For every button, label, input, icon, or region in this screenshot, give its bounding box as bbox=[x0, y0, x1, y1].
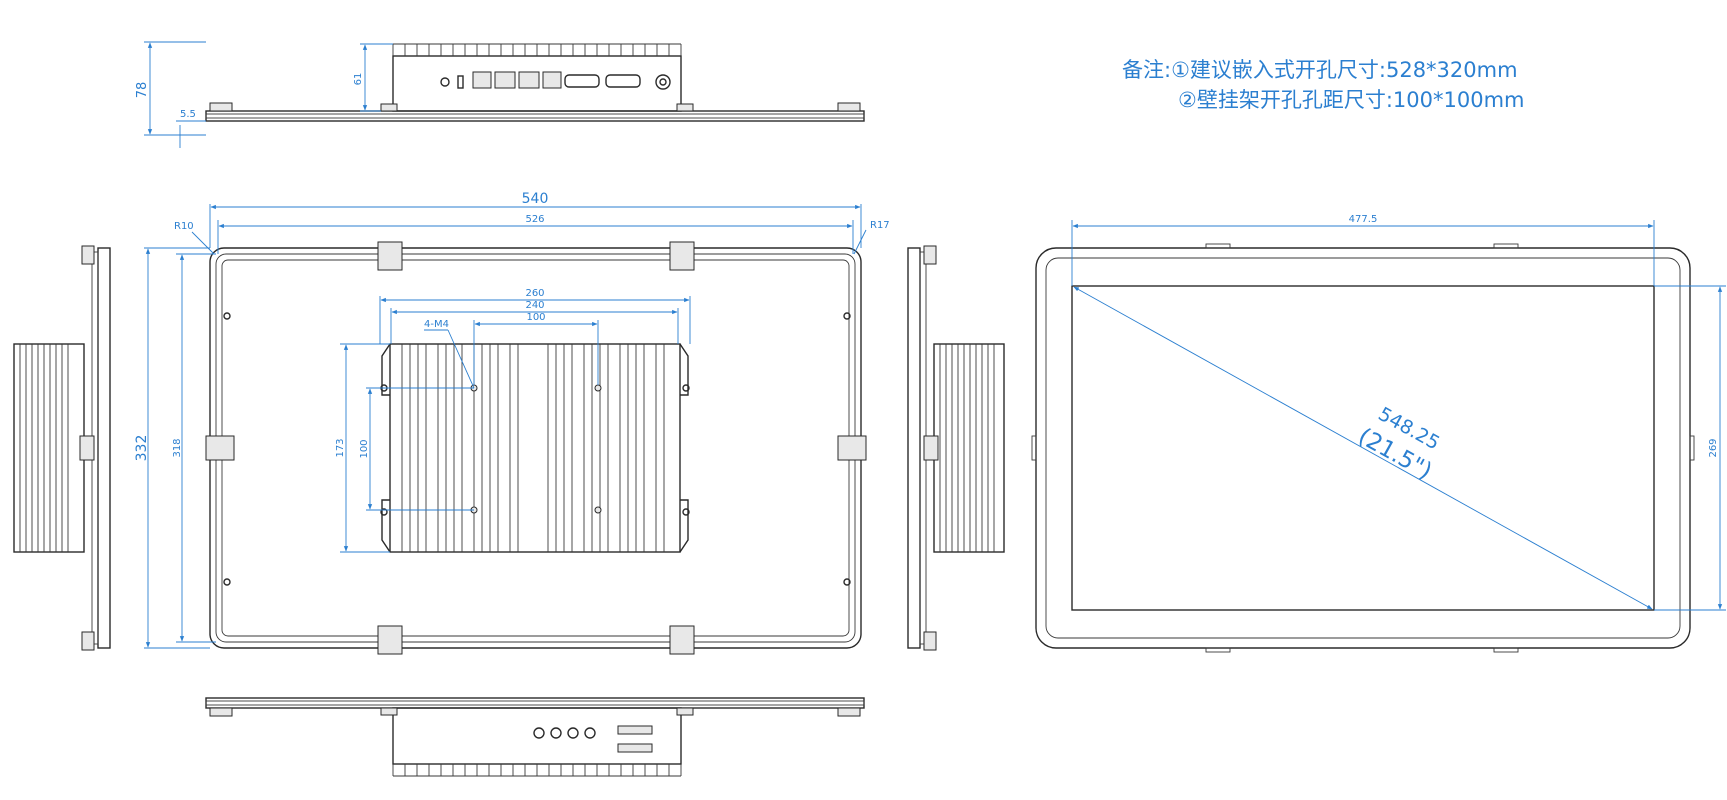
screen-tab-left bbox=[1031, 435, 1037, 461]
dc-jack-icon bbox=[440, 77, 450, 87]
left-side-bezel bbox=[97, 247, 111, 649]
top-view bbox=[205, 43, 865, 122]
dim-top-height: 78 bbox=[135, 82, 150, 99]
top-view-clip-left bbox=[209, 102, 233, 112]
top-view-bezel bbox=[205, 110, 865, 122]
dim-top-bezel: 5.5 bbox=[180, 109, 196, 120]
front-screen-dimensions: 477.5 269 548.25 (21.5") bbox=[1071, 214, 1726, 611]
dim-screen-width: 477.5 bbox=[1349, 214, 1378, 225]
bottom-view-post-left bbox=[380, 707, 398, 716]
top-view-post-right bbox=[676, 103, 694, 112]
hdmi-icon bbox=[457, 75, 464, 89]
bracket-top-left bbox=[377, 241, 403, 271]
right-side-bezel bbox=[907, 247, 921, 649]
bottom-view-clip-right bbox=[837, 707, 861, 717]
screen-tab-right bbox=[1689, 435, 1695, 461]
left-side-clip-bottom bbox=[81, 631, 95, 651]
bottom-view-box bbox=[392, 707, 682, 765]
left-side-box bbox=[13, 343, 85, 553]
com-port-icon bbox=[564, 74, 600, 88]
bracket-top-right bbox=[669, 241, 695, 271]
top-view-post-left bbox=[380, 103, 398, 112]
screen-active-area bbox=[1071, 285, 1655, 611]
right-side-box bbox=[933, 343, 1005, 553]
right-side-view bbox=[907, 245, 1005, 651]
screen-tab-bottom-right bbox=[1493, 647, 1519, 653]
com-port-icon-2 bbox=[605, 74, 641, 88]
antenna-port-icon-2 bbox=[617, 743, 653, 753]
bottom-view bbox=[205, 697, 865, 777]
screen-tab-top-left bbox=[1205, 243, 1231, 249]
power-button-icon bbox=[655, 74, 671, 90]
right-side-bracket bbox=[923, 435, 939, 461]
top-view-clip-right bbox=[837, 102, 861, 112]
dim-hole-span-100-v: 100 bbox=[359, 439, 370, 458]
usb-port-icon-2 bbox=[542, 71, 562, 89]
dim-box-width: 260 bbox=[525, 288, 544, 299]
top-view-bezel-inner bbox=[205, 113, 865, 119]
dim-front-height: 332 bbox=[134, 435, 150, 462]
dim-radius-small: R10 bbox=[174, 221, 194, 232]
dim-top-box-height: 61 bbox=[353, 73, 364, 86]
bottom-view-clip-left bbox=[209, 707, 233, 717]
bracket-left bbox=[205, 435, 235, 461]
note-line-1: 备注:①建议嵌入式开孔尺寸:528*320mm bbox=[1122, 58, 1518, 82]
rear-view-dimensions: 540 526 R10 R17 332 318 260 240 100 4-M4 bbox=[134, 191, 890, 649]
screen-tab-bottom-left bbox=[1205, 647, 1231, 653]
screen-tab-top-right bbox=[1493, 243, 1519, 249]
corner-screws bbox=[223, 312, 851, 586]
indicator-led-icon-3 bbox=[567, 727, 579, 739]
power-button-inner-icon bbox=[659, 78, 667, 86]
bracket-bottom-right bbox=[669, 625, 695, 655]
note-line-2: ②壁挂架开孔孔距尺寸:100*100mm bbox=[1178, 88, 1524, 112]
dim-radius-large: R17 bbox=[870, 220, 890, 231]
top-view-fins bbox=[392, 43, 682, 56]
right-side-clip-top bbox=[923, 245, 937, 265]
computer-box bbox=[380, 343, 690, 553]
top-view-dimensions: 78 61 5.5 bbox=[135, 41, 393, 148]
bottom-view-bezel bbox=[205, 697, 865, 709]
dim-front-width: 540 bbox=[522, 191, 549, 207]
dim-box-height: 173 bbox=[335, 438, 346, 457]
left-side-bracket bbox=[79, 435, 95, 461]
bottom-view-bezel-inner bbox=[205, 700, 865, 706]
dim-front-inner-height: 318 bbox=[172, 438, 183, 457]
dim-hole-span-240: 240 bbox=[525, 300, 544, 311]
bottom-view-indicators bbox=[533, 725, 653, 753]
screen-bezel-inner bbox=[1045, 257, 1681, 639]
bracket-bottom-left bbox=[377, 625, 403, 655]
left-side-clip-top bbox=[81, 245, 95, 265]
lan-port-icon-2 bbox=[518, 71, 540, 89]
bracket-right bbox=[837, 435, 867, 461]
bottom-view-post-right bbox=[676, 707, 694, 716]
antenna-port-icon bbox=[617, 725, 653, 735]
dim-screw-label: 4-M4 bbox=[424, 319, 449, 330]
box-outline bbox=[389, 343, 681, 553]
left-side-view bbox=[13, 245, 111, 651]
usb-port-icon bbox=[472, 71, 492, 89]
indicator-led-icon-2 bbox=[550, 727, 562, 739]
front-screen-view bbox=[1031, 243, 1695, 653]
notes: 备注:①建议嵌入式开孔尺寸:528*320mm ②壁挂架开孔孔距尺寸:100*1… bbox=[1122, 58, 1524, 112]
right-side-clip-bottom bbox=[923, 631, 937, 651]
mounting-brackets bbox=[205, 241, 867, 655]
lan-port-icon bbox=[494, 71, 516, 89]
dim-hole-span-100-h: 100 bbox=[526, 312, 545, 323]
dim-front-inner-width: 526 bbox=[525, 214, 544, 225]
indicator-led-icon bbox=[533, 727, 545, 739]
dim-screen-height: 269 bbox=[1708, 438, 1719, 457]
io-ports bbox=[440, 71, 671, 90]
rear-view bbox=[205, 241, 867, 655]
indicator-led-icon-4 bbox=[584, 727, 596, 739]
